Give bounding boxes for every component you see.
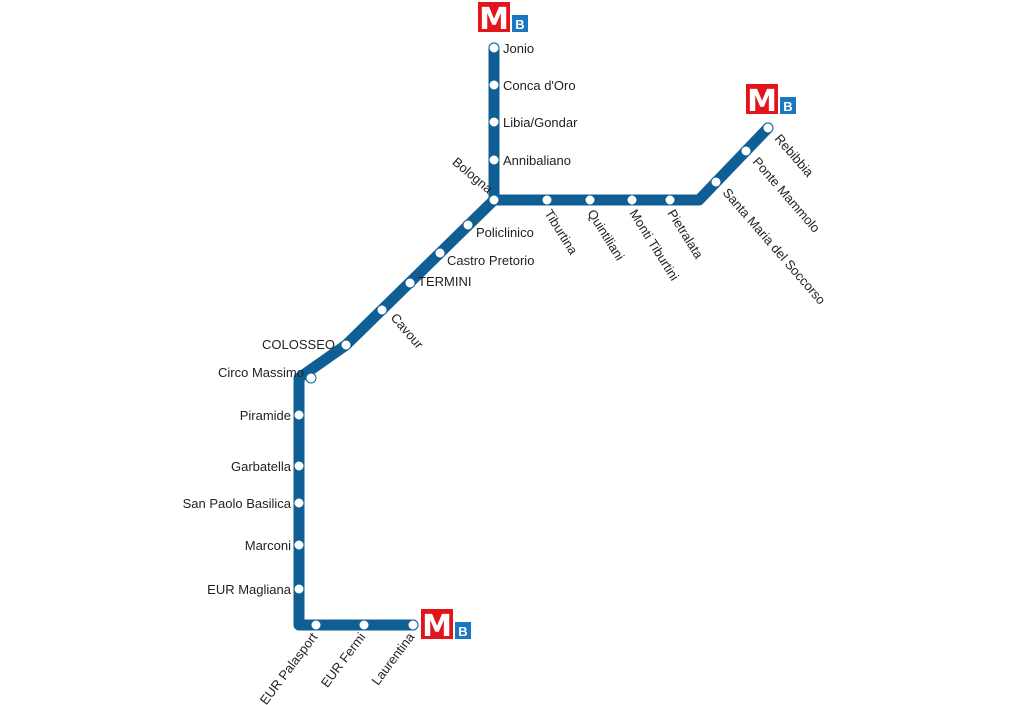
- station-label-termini[interactable]: TERMINI: [418, 274, 471, 289]
- station-label-tiburtina[interactable]: Tiburtina: [541, 207, 581, 258]
- station-label-garbatella[interactable]: Garbatella: [231, 459, 292, 474]
- station-marker-castro-pretorio[interactable]: [434, 247, 446, 259]
- station-marker-colosseo[interactable]: [340, 339, 352, 351]
- station-marker-quintiliani[interactable]: [584, 194, 596, 206]
- station-labels: Jonio Conca d'Oro Libia/Gondar Annibalia…: [183, 41, 829, 705]
- station-marker-laurentina[interactable]: [407, 619, 419, 631]
- station-label-san-paolo-basilica[interactable]: San Paolo Basilica: [183, 496, 292, 511]
- station-marker-cavour[interactable]: [376, 304, 388, 316]
- station-label-quintiliani[interactable]: Quintiliani: [584, 207, 627, 263]
- station-marker-piramide[interactable]: [293, 409, 305, 421]
- metro-m-icon: [746, 84, 778, 114]
- station-marker-san-paolo-basilica[interactable]: [293, 497, 305, 509]
- line-b-badge-icon: [512, 15, 528, 32]
- station-marker-annibaliano[interactable]: [488, 154, 500, 166]
- station-marker-eur-magliana[interactable]: [293, 583, 305, 595]
- station-label-castro-pretorio[interactable]: Castro Pretorio: [447, 253, 534, 268]
- station-marker-circo-massimo[interactable]: [305, 372, 317, 384]
- metro-logo-laurentina: M B: [421, 609, 471, 644]
- station-markers: [293, 42, 774, 631]
- station-label-pietralata[interactable]: Pietralata: [664, 207, 706, 262]
- station-marker-pietralata[interactable]: [664, 194, 676, 206]
- station-marker-monti-tiburtini[interactable]: [626, 194, 638, 206]
- metro-m-letter: M: [479, 2, 509, 37]
- line-b-letter: B: [458, 624, 467, 639]
- station-marker-santa-maria-del-soccorso[interactable]: [710, 176, 722, 188]
- station-label-eur-magliana[interactable]: EUR Magliana: [207, 582, 292, 597]
- station-marker-jonio[interactable]: [488, 42, 500, 54]
- station-label-marconi[interactable]: Marconi: [245, 538, 291, 553]
- station-label-piramide[interactable]: Piramide: [240, 408, 291, 423]
- station-label-cavour[interactable]: Cavour: [388, 310, 427, 352]
- station-marker-tiburtina[interactable]: [541, 194, 553, 206]
- line-b-letter: B: [783, 99, 792, 114]
- station-label-jonio[interactable]: Jonio: [503, 41, 534, 56]
- metro-m-letter: M: [747, 84, 777, 119]
- metro-m-icon: [478, 2, 510, 32]
- station-label-annibaliano[interactable]: Annibaliano: [503, 153, 571, 168]
- station-label-conca-doro[interactable]: Conca d'Oro: [503, 78, 576, 93]
- line-track: [293, 42, 774, 631]
- station-label-santa-maria-del-soccorso[interactable]: Santa Maria del Soccorso: [720, 185, 829, 307]
- main-line-track: [293, 122, 774, 631]
- station-marker-ponte-mammolo[interactable]: [740, 145, 752, 157]
- station-marker-eur-palasport[interactable]: [310, 619, 322, 631]
- metro-logo-jonio: M B: [478, 2, 528, 37]
- line-b-letter: B: [515, 17, 524, 32]
- station-marker-policlinico[interactable]: [462, 219, 474, 231]
- line-b-badge-icon: [780, 97, 796, 114]
- station-label-eur-palasport[interactable]: EUR Palasport: [257, 629, 321, 705]
- station-marker-eur-fermi[interactable]: [358, 619, 370, 631]
- station-label-laurentina[interactable]: Laurentina: [368, 629, 417, 688]
- station-marker-conca-doro[interactable]: [488, 79, 500, 91]
- metro-m-icon: [421, 609, 453, 639]
- station-marker-rebibbia[interactable]: [762, 122, 774, 134]
- station-marker-termini[interactable]: [404, 277, 416, 289]
- station-label-eur-fermi[interactable]: EUR Fermi: [318, 630, 369, 690]
- station-marker-marconi[interactable]: [293, 539, 305, 551]
- station-label-colosseo[interactable]: COLOSSEO: [262, 337, 335, 352]
- station-label-circo-massimo[interactable]: Circo Massimo: [218, 365, 304, 380]
- station-label-libia-gondar[interactable]: Libia/Gondar: [503, 115, 578, 130]
- station-label-policlinico[interactable]: Policlinico: [476, 225, 534, 240]
- station-marker-garbatella[interactable]: [293, 460, 305, 472]
- metro-logo-rebibbia: M B: [746, 84, 796, 119]
- station-marker-bologna[interactable]: [488, 194, 500, 206]
- line-b-badge-icon: [455, 622, 471, 639]
- station-marker-libia-gondar[interactable]: [488, 116, 500, 128]
- metro-m-letter: M: [422, 609, 452, 644]
